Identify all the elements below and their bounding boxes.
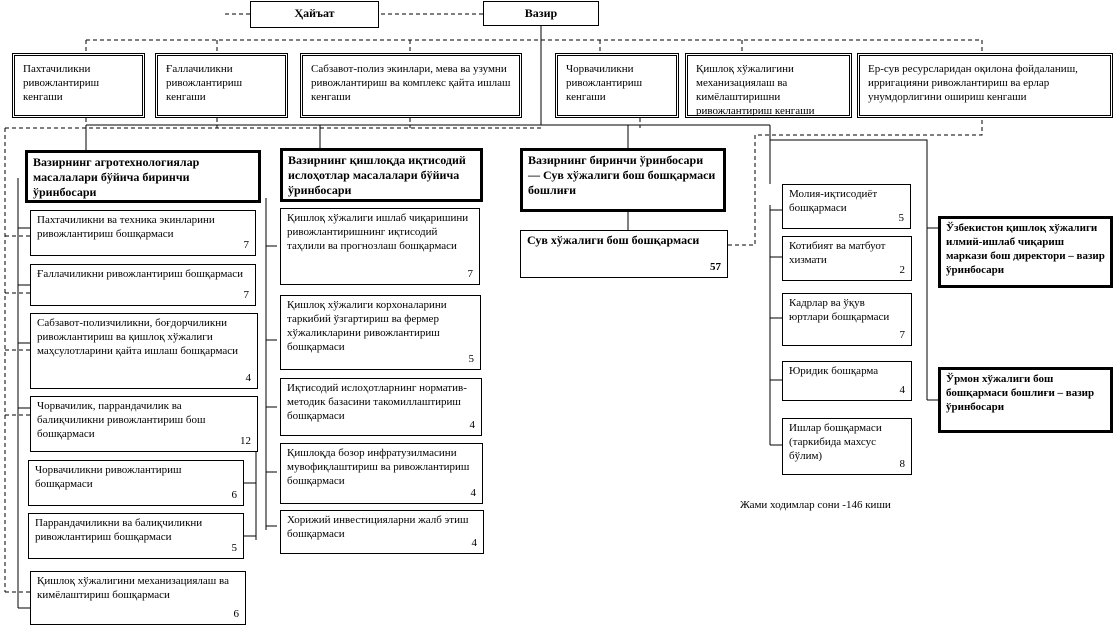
dept-livestock-main: Чорвачилик, паррандачилик ва балиқчиликн… [30,396,258,452]
deputy-economic-reforms: Вазирнинг қишлоқда иқтисодий ислоҳотлар … [280,148,483,202]
council-box: Ҳайъат [250,1,379,28]
deputy-first-water: Вазирнинг биринчи ўринбосари — Сув хўжал… [520,148,726,212]
deputy-agrotech: Вазирнинг агротехнологиялар масалалари б… [25,150,261,203]
forestry-head: Ўрмон хўжалиги бош бошқармаси бошлиғи – … [938,367,1113,433]
minister-label: Вазир [524,6,558,20]
council-label: Ҳайъат [294,6,335,20]
dept-vegetables: Сабзавот-полизчиликни, боғдорчиликни рив… [30,313,258,389]
council-mechanization: Қишлоқ хўжалигини механизациялаш ва кимё… [685,53,852,118]
dept-mechanization: Қишлоқ хўжалигини механизациялаш ва кимё… [30,571,246,625]
council-grain: Ғаллачиликни ривожлантириш кенгаши [155,53,288,118]
minister-box: Вазир [483,1,599,26]
dept-affairs: Ишлар бошқармаси (таркибида махсус бўлим… [782,418,912,475]
dept-cotton: Пахтачиликни ва техника экинларини ривож… [30,210,256,256]
council-livestock: Чорвачиликни ривожлантириш кенгаши [555,53,679,118]
total-staff: Жами ходимлар сони -146 киши [740,499,891,511]
dept-normative-base: Иқтисодий ислоҳотларнинг норматив-методи… [280,378,482,436]
dept-market-infrastructure: Қишлоқда бозор инфратузилмасини мувофиқл… [280,443,483,504]
dept-economic-analysis: Қишлоқ хўжалиги ишлаб чиқаришини ривожла… [280,208,480,285]
dept-foreign-investment: Хорижий инвестицияларни жалб этиш бошқар… [280,510,484,554]
council-water-land: Ер-сув ресурсларидан оқилона фойдаланиш,… [857,53,1113,118]
dept-poultry-fish: Паррандачиликни ва балиқчиликни ривожлан… [28,513,244,559]
dept-restructuring: Қишлоқ хўжалиги корхоналарини таркибий ў… [280,295,481,370]
research-center-director: Ўзбекистон қишлоқ хўжалиги илмий-ишлаб ч… [938,216,1113,288]
council-vegetables: Сабзавот-полиз экинлари, мева ва узумни … [300,53,522,118]
council-cotton: Пахтачиликни ривожлантириш кенгаши [12,53,145,118]
